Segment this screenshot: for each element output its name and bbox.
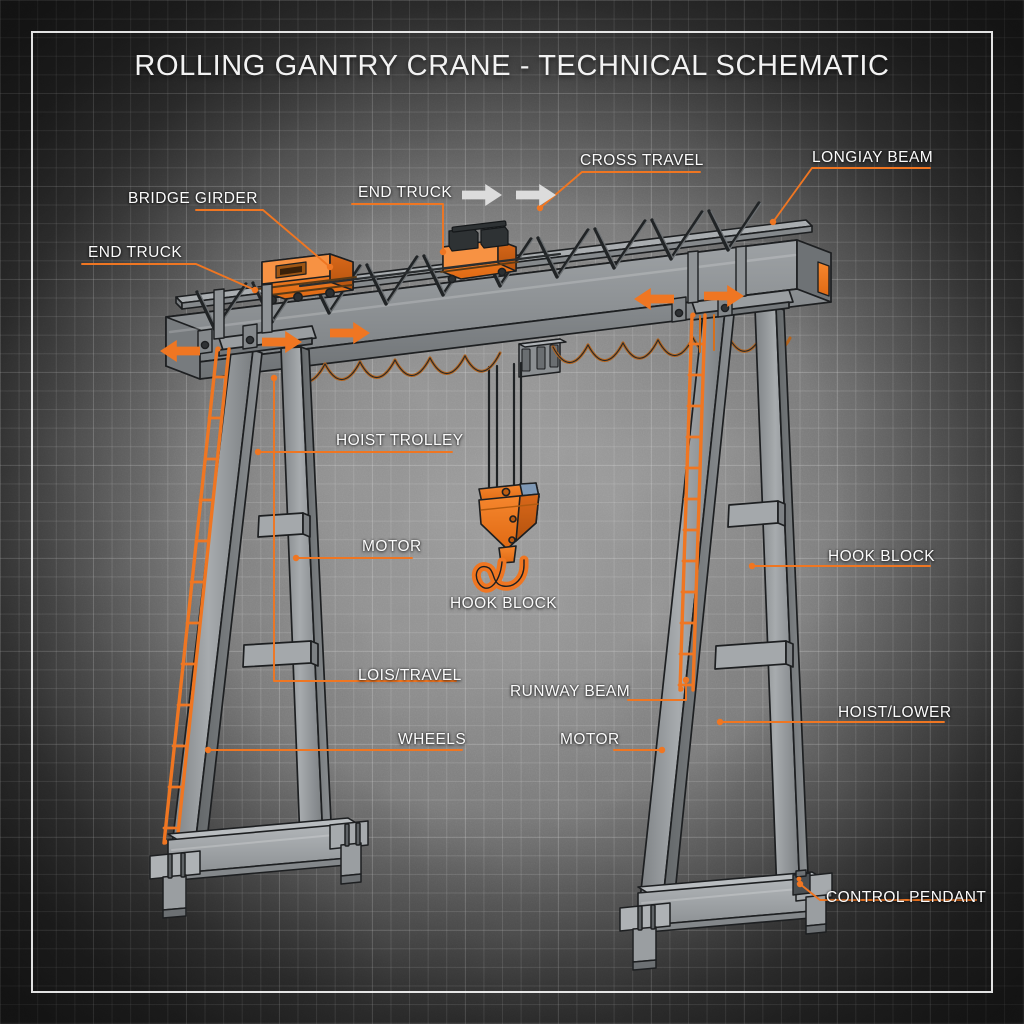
callout-motor-right: MOTOR [560, 731, 620, 748]
girder-end-accent [817, 261, 830, 297]
callout-end-truck-mid: END TRUCK [358, 184, 453, 201]
right-ladder [677, 312, 707, 692]
callout-hook-block-center: HOOK BLOCK [450, 595, 557, 612]
trolley-drive-shaft [298, 252, 562, 288]
callout-bridge-girder: BRIDGE GIRDER [128, 190, 258, 207]
left-ladder [162, 346, 231, 845]
callout-long-travel: LOIS/TRAVEL [358, 667, 462, 684]
callout-runway-beam: RUNWAY BEAM [510, 683, 631, 700]
power-conduit [699, 314, 715, 353]
callout-longway-beam: LONGIAY BEAM [812, 149, 934, 166]
callout-hook-block-right: HOOK BLOCK [828, 548, 935, 565]
trolley-carriage [518, 338, 567, 378]
left-leg-head-posts [213, 283, 273, 340]
right-leg [639, 289, 810, 904]
callout-hoist-lower: HOIST/LOWER [838, 704, 952, 721]
control-pendant [792, 869, 811, 896]
callout-wheels: WHEELS [398, 731, 467, 748]
left-leg [171, 325, 333, 850]
page-title: ROLLING GANTRY CRANE - TECHNICAL SCHEMAT… [134, 50, 890, 82]
callout-hoist-trolley: HOIST TROLLEY [336, 432, 464, 449]
callout-cross-travel: CROSS TRAVEL [580, 152, 704, 169]
callout-end-truck-left: END TRUCK [88, 244, 183, 261]
callout-control-pendant: CONTROL PENDANT [826, 889, 987, 906]
hoist-trolley-center [440, 220, 519, 284]
hoist-rope [487, 361, 523, 502]
left-wheel-assembly [149, 820, 369, 919]
hook-block [471, 482, 540, 593]
left-end-truck-detail [197, 323, 258, 355]
right-leg-head-posts [687, 245, 747, 304]
callout-motor-left: MOTOR [362, 538, 422, 555]
